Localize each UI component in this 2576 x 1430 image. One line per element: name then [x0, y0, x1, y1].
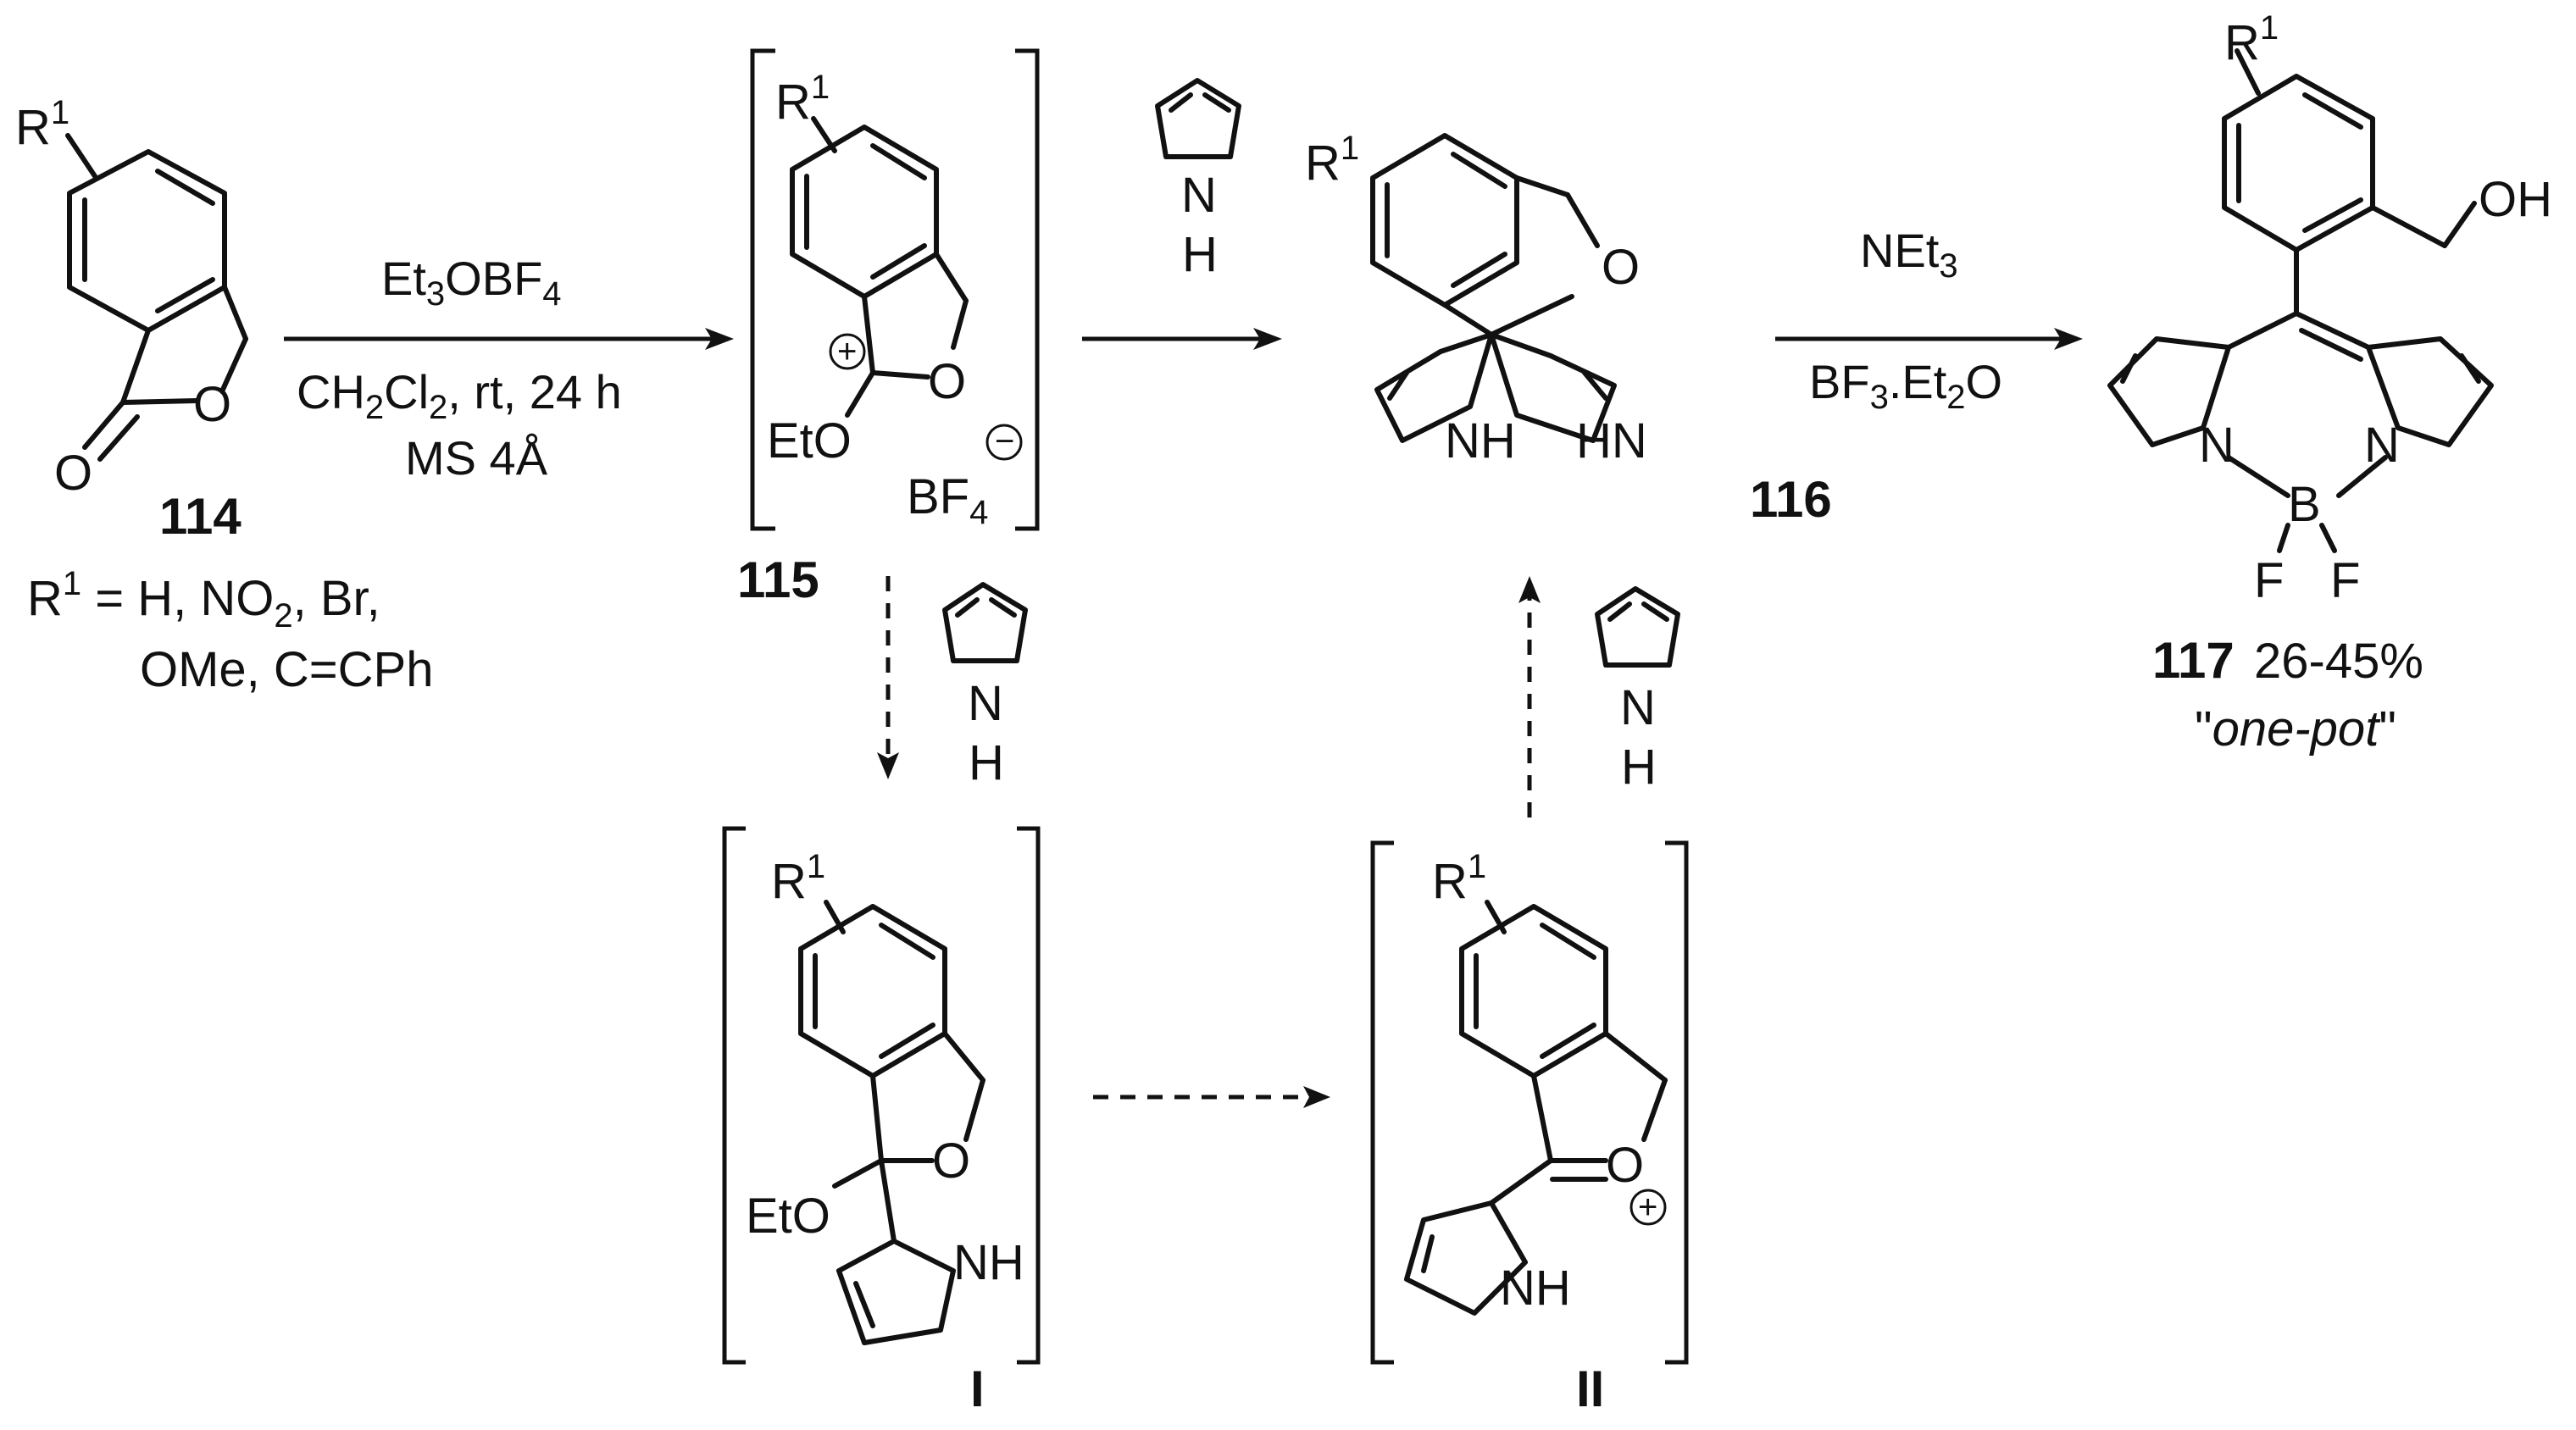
intermediate-I: O EtO NH R1 I — [722, 826, 1041, 1417]
intII-ring-oxygen: O — [1606, 1138, 1644, 1193]
step1-reagent: Et3OBF4 — [381, 252, 562, 313]
c117-nitrogen-left: N — [2199, 418, 2235, 473]
c117-hydroxyl: OH — [2479, 172, 2552, 227]
c116-label: 116 — [1750, 471, 1832, 528]
c117-fluorine-2: F — [2330, 553, 2360, 608]
c115-minus-charge: − — [995, 423, 1014, 460]
c115-r1: R1 — [775, 69, 830, 130]
compound-117: OH N N B F F R1 117 26-45% "one-pot" — [2107, 9, 2552, 757]
pyrrole-h: H — [1621, 740, 1657, 795]
c117-one-pot-note: "one-pot" — [2195, 701, 2396, 757]
c116-hn-right: HN — [1576, 413, 1647, 468]
step3-arrow: NEt3 BF3.Et2O — [1775, 224, 2083, 416]
pyrrole-reagent-to-I: N H — [942, 582, 1028, 790]
dashed-arrow-115-to-I — [877, 576, 899, 779]
intII-label: II — [1576, 1361, 1604, 1417]
intI-r1: R1 — [771, 848, 825, 909]
step2-arrow — [1082, 328, 1282, 350]
c116-nh-left: NH — [1445, 413, 1516, 468]
c116-ring-oxygen: O — [1602, 240, 1640, 295]
c117-label: 117 — [2152, 632, 2235, 689]
c117-fluorine-1: F — [2254, 553, 2284, 608]
pyrrole-reagent-step2: N H — [1155, 78, 1241, 282]
pyrrole-reagent-to-116: N H — [1595, 586, 1680, 795]
compound-114: O O R1 114 R1 = H, NO2, Br, OMe, C=CPh — [15, 94, 434, 697]
intI-ethoxy: EtO — [746, 1189, 830, 1244]
c114-r-definition-line2: OMe, C=CPh — [140, 642, 434, 697]
intII-plus-charge: + — [1638, 1189, 1657, 1226]
c115-ethoxy: EtO — [767, 413, 852, 468]
step1-additive: MS 4Å — [405, 431, 548, 485]
c114-r1: R1 — [15, 94, 69, 155]
pyrrole-n: N — [1620, 680, 1656, 735]
intI-ring-oxygen: O — [932, 1133, 970, 1189]
c114-r-definition-line1: R1 = H, NO2, Br, — [27, 565, 380, 635]
dashed-arrow-II-to-116 — [1518, 576, 1541, 818]
intermediate-II: O + NH R1 II — [1370, 840, 1689, 1417]
c114-carbonyl-oxygen: O — [54, 446, 92, 501]
c117-r1: R1 — [2224, 9, 2279, 70]
c117-yield: 26-45% — [2254, 634, 2423, 689]
intI-label: I — [970, 1361, 985, 1417]
c117-boron: B — [2288, 477, 2321, 532]
pyrrole-n: N — [968, 676, 1003, 731]
step1-arrow: Et3OBF4 CH2Cl2, rt, 24 h MS 4Å — [284, 252, 734, 485]
step3-lewis-acid: BF3.Et2O — [1809, 355, 2002, 416]
intII-nh: NH — [1500, 1261, 1571, 1316]
c115-label: 115 — [737, 551, 819, 608]
dashed-arrow-I-to-II — [1093, 1086, 1330, 1108]
c115-ring-oxygen: O — [928, 354, 966, 409]
intII-r1: R1 — [1432, 848, 1486, 909]
c115-plus-charge: + — [837, 333, 857, 370]
step3-base: NEt3 — [1860, 224, 1958, 285]
pyrrole-n: N — [1181, 168, 1217, 223]
pyrrole-h: H — [969, 735, 1004, 790]
step1-solvent: CH2Cl2, rt, 24 h — [297, 365, 622, 426]
c116-r1: R1 — [1305, 130, 1359, 191]
c114-label: 114 — [159, 488, 242, 545]
intI-nh: NH — [953, 1235, 1024, 1290]
c117-nitrogen-right: N — [2364, 418, 2400, 473]
c115-tetrafluoroborate: BF4 — [907, 469, 988, 531]
c114-ring-oxygen: O — [193, 377, 231, 432]
compound-116: O NH HN R1 116 — [1305, 130, 1832, 528]
compound-115: O EtO R1 + − BF4 115 — [737, 48, 1040, 608]
pyrrole-h: H — [1182, 227, 1218, 282]
